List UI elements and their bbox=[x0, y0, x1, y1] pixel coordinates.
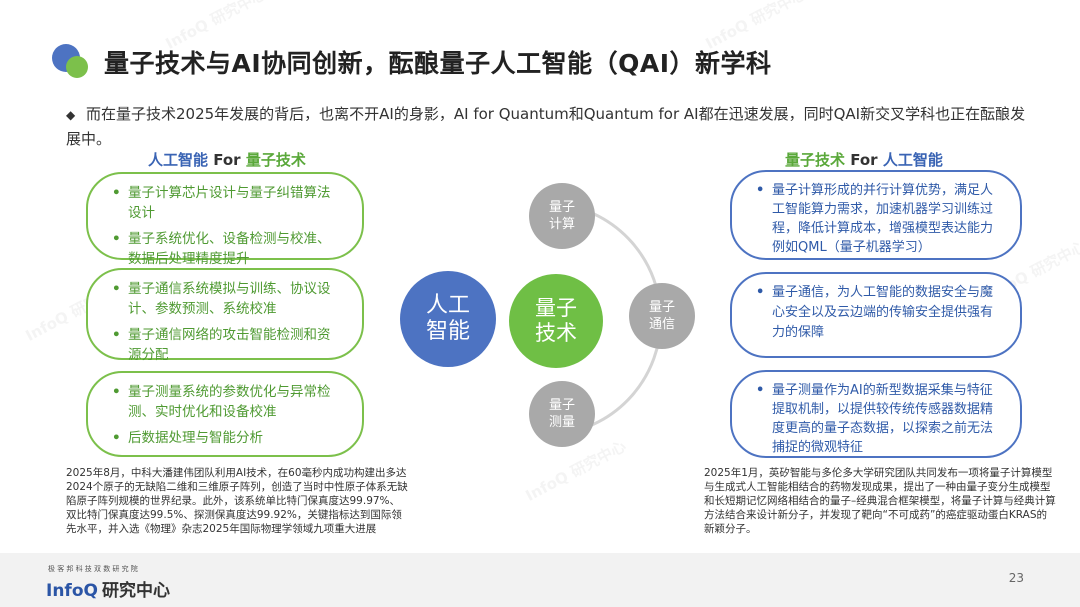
quantum-communication-for-ai-card: 量子通信，为人工智能的数据安全与魔心安全以及云边端的传输安全提供强有力的保障 bbox=[730, 272, 1022, 358]
list-item: 量子测量系统的参数优化与异常检测、实时优化和设备校准 bbox=[110, 382, 342, 422]
list-item: 量子通信网络的攻击智能检测和资源分配 bbox=[110, 325, 342, 365]
meas-line2: 测量 bbox=[548, 415, 575, 430]
right-column-heading: 量子技术 For 人工智能 bbox=[785, 149, 943, 170]
quantum-communication-circle: 量子 通信 bbox=[629, 283, 695, 349]
list-item: 量子通信系统模拟与训练、协议设计、参数预测、系统校准 bbox=[110, 279, 342, 319]
calc-line2: 计算 bbox=[548, 217, 575, 232]
meas-line1: 量子 bbox=[548, 398, 575, 413]
quantum-circle-line2: 技术 bbox=[535, 321, 577, 345]
left-heading-quantum: 量子技术 bbox=[245, 151, 306, 169]
ai-for-quantum-communication-card: 量子通信系统模拟与训练、协议设计、参数预测、系统校准 量子通信网络的攻击智能检测… bbox=[86, 268, 364, 363]
right-heading-quantum: 量子技术 bbox=[785, 151, 846, 169]
diamond-bullet-icon: ◆ bbox=[66, 108, 76, 122]
comm-line2: 通信 bbox=[648, 317, 675, 332]
ai-circle-line2: 智能 bbox=[425, 319, 470, 344]
quantum-tech-circle: 量子 技术 bbox=[509, 274, 603, 368]
footer-logo-cn: 研究中心 bbox=[101, 581, 170, 601]
intro-text: 而在量子技术2025年发展的背后，也离不开AI的身影，AI for Quantu… bbox=[66, 105, 1026, 148]
left-heading-ai: 人工智能 bbox=[148, 151, 209, 169]
quantum-measurement-circle: 量子 测量 bbox=[529, 381, 595, 447]
right-heading-for: For bbox=[845, 151, 883, 169]
right-heading-ai: 人工智能 bbox=[882, 151, 943, 169]
footer-logo-en: InfoQ bbox=[46, 581, 98, 601]
quantum-measurement-for-ai-card: 量子测量作为AI的新型数据采集与特征提取机制，以提供较传统传感器数据精度更高的量… bbox=[730, 370, 1022, 458]
list-item: 量子计算芯片设计与量子纠错算法设计 bbox=[110, 183, 342, 223]
ai-for-quantum-measurement-card: 量子测量系统的参数优化与异常检测、实时优化和设备校准 后数据处理与智能分析 bbox=[86, 371, 364, 457]
calc-line1: 量子 bbox=[548, 200, 575, 215]
ai-for-quantum-computing-card: 量子计算芯片设计与量子纠错算法设计 量子系统优化、设备检测与校准、数据后处理精度… bbox=[86, 172, 364, 267]
left-heading-for: For bbox=[208, 151, 246, 169]
list-item: 后数据处理与智能分析 bbox=[110, 428, 342, 448]
quantum-circle-line1: 量子 bbox=[535, 296, 577, 320]
right-case-note: 2025年1月，英矽智能与多伦多大学研究团队共同发布一项将量子计算模型与生成式人… bbox=[704, 467, 1056, 535]
title-decoration-dots bbox=[50, 42, 90, 82]
left-column-heading: 人工智能 For 量子技术 bbox=[148, 149, 306, 170]
quantum-computing-circle: 量子 计算 bbox=[529, 183, 595, 249]
list-item: 量子测量作为AI的新型数据采集与特征提取机制，以提供较传统传感器数据精度更高的量… bbox=[754, 381, 1000, 457]
ai-circle-line1: 人工 bbox=[425, 293, 470, 318]
footer-bar bbox=[0, 553, 1080, 607]
ai-circle: 人工 智能 bbox=[400, 271, 496, 367]
comm-line1: 量子 bbox=[648, 300, 675, 315]
footer-tagline: 极客邦科技双数研究院 bbox=[48, 565, 140, 573]
quantum-computing-for-ai-card: 量子计算形成的并行计算优势，满足人工智能算力需求，加速机器学习训练过程，降低计算… bbox=[730, 170, 1022, 260]
list-item: 量子计算形成的并行计算优势，满足人工智能算力需求，加速机器学习训练过程，降低计算… bbox=[754, 181, 1000, 257]
list-item: 量子通信，为人工智能的数据安全与魔心安全以及云边端的传输安全提供强有力的保障 bbox=[754, 283, 1000, 343]
page-title: 量子技术与AI协同创新，酝酿量子人工智能（QAI）新学科 bbox=[104, 49, 772, 78]
intro-paragraph: ◆而在量子技术2025年发展的背后，也离不开AI的身影，AI for Quant… bbox=[66, 102, 1026, 151]
page-number: 23 bbox=[1008, 571, 1024, 585]
list-item: 量子系统优化、设备检测与校准、数据后处理精度提升 bbox=[110, 229, 342, 269]
left-case-note: 2025年8月，中科大潘建伟团队利用AI技术，在60毫秒内成功构建出多达2024… bbox=[66, 467, 408, 535]
green-dot bbox=[66, 56, 88, 78]
